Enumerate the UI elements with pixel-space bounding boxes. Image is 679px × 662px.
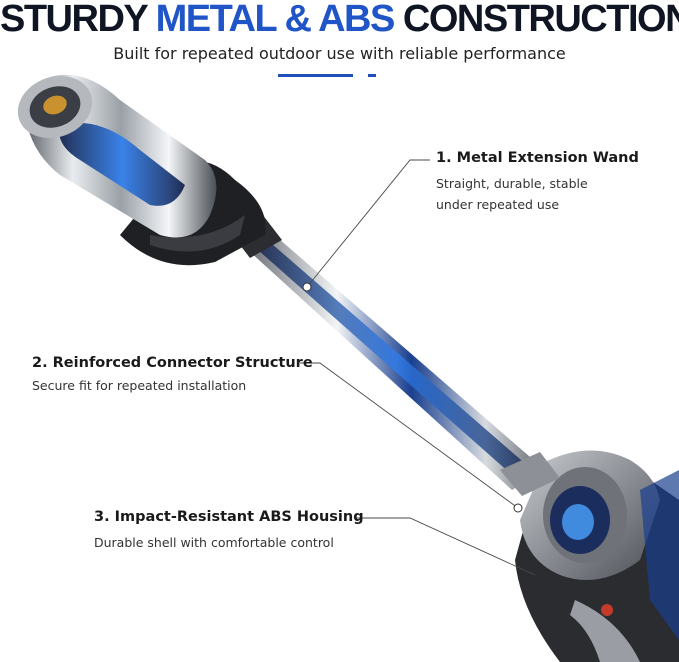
accent-line-long [278, 74, 353, 77]
nozzle-head [17, 74, 266, 266]
title-part-3: CONSTRUCTION [393, 0, 679, 40]
callout-3-desc: Durable shell with comfortable control [94, 535, 334, 550]
title-part-1: STURDY [0, 0, 156, 40]
page-subtitle: Built for repeated outdoor use with reli… [113, 44, 566, 63]
callout-1-desc-line1: Straight, durable, stable [436, 176, 588, 191]
callout-lines [300, 159, 536, 576]
abs-housing [515, 450, 679, 662]
callout-1-desc-line2: under repeated use [436, 197, 560, 212]
callout-2-label: 2. Reinforced Connector Structure [32, 355, 313, 371]
title-part-2: METAL & ABS [155, 0, 396, 40]
callout-3-label: 3. Impact-Resistant ABS Housing [94, 509, 364, 525]
page-title: STURDY METAL & ABS CONSTRUCTION [0, 0, 679, 38]
accent-line-short [368, 74, 376, 77]
callout-2-desc: Secure fit for repeated installation [32, 378, 247, 393]
callout-dot-2 [513, 503, 523, 513]
callout-1-label: 1. Metal Extension Wand [436, 150, 639, 166]
callout-dot-1 [302, 282, 312, 292]
